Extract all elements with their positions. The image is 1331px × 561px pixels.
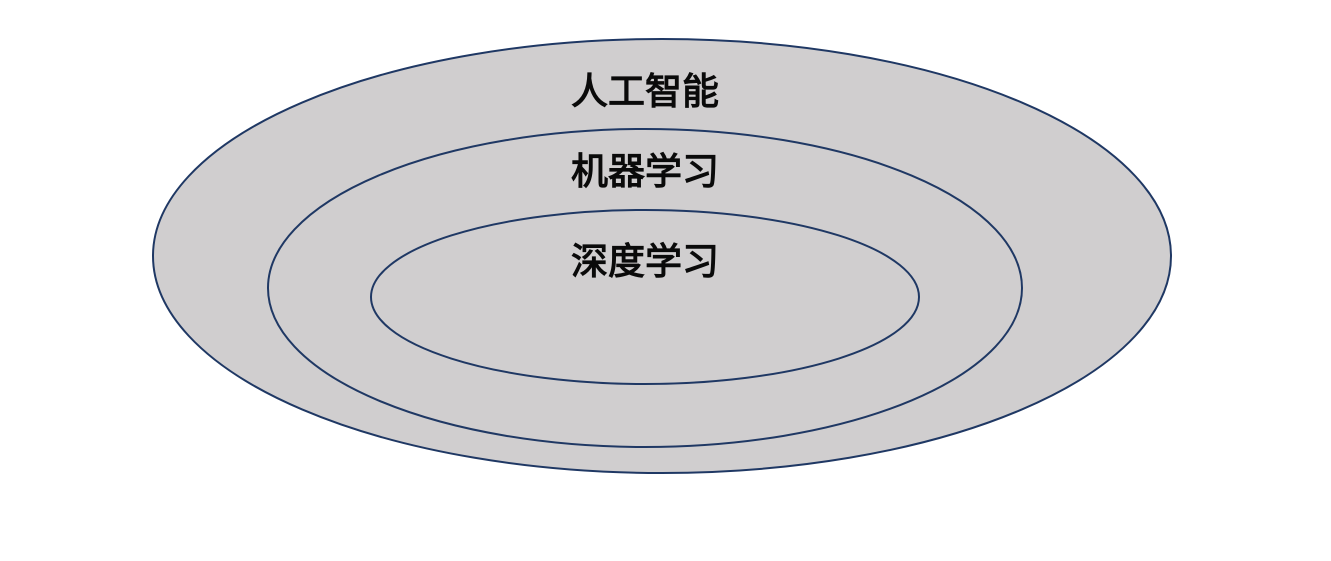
label-machine-learning: 机器学习 [571, 150, 719, 193]
ellipse-deep-learning [370, 209, 920, 385]
label-artificial-intelligence: 人工智能 [571, 70, 719, 113]
label-deep-learning: 深度学习 [571, 240, 719, 283]
